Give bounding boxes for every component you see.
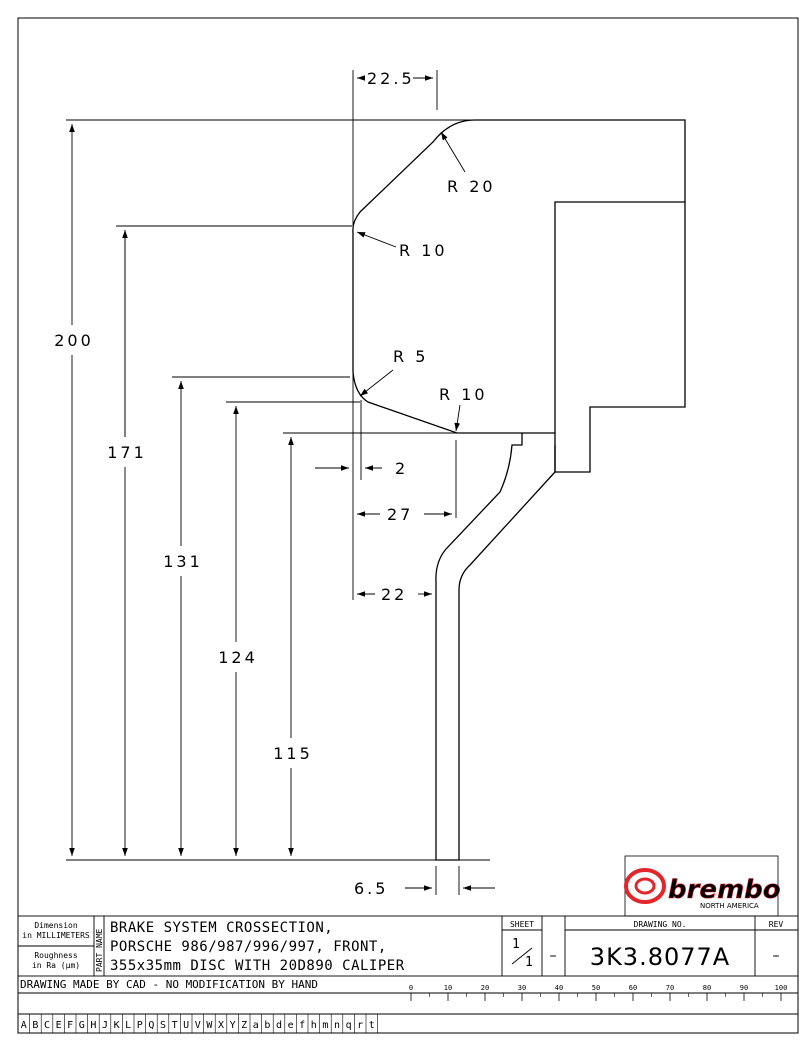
scale-label: 40	[555, 984, 563, 992]
scale-bar: 0 10 20 30 40 50 60 70 80 90 100	[409, 984, 787, 1001]
grid-letter: Y	[230, 1020, 236, 1031]
sheet-number: 1	[512, 937, 520, 952]
dimension-labels: 200 171 131 124 115 22.5 2 27 22 6.5 R 2…	[54, 69, 496, 898]
title-line-3: 355x35mm DISC WITH 20D890 CALIPER	[110, 958, 405, 974]
dim-131: 131	[163, 552, 203, 571]
grid-letter: W	[206, 1020, 213, 1031]
grid-letter: Q	[148, 1020, 154, 1031]
dim-115: 115	[273, 744, 313, 763]
sheet-total: 1	[525, 955, 533, 970]
part-outline	[352, 119, 686, 861]
grid-letter: T	[172, 1020, 178, 1031]
dimension-lines	[69, 75, 495, 891]
grid-letter: C	[44, 1020, 50, 1031]
brembo-emblem-icon	[624, 868, 666, 904]
grid-letter: J	[102, 1020, 108, 1031]
scale-label: 50	[592, 984, 600, 992]
grid-letter: U	[183, 1020, 189, 1031]
grid-letter: b	[264, 1020, 270, 1031]
dim-2: 2	[395, 459, 408, 478]
scale-label: 0	[409, 984, 413, 992]
title-line-2: PORSCHE 986/987/996/997, FRONT,	[110, 939, 387, 955]
grid-letter: r	[357, 1020, 363, 1031]
scale-label: 10	[444, 984, 452, 992]
dim-124: 124	[218, 648, 258, 667]
disc-hat-profile	[435, 433, 556, 861]
grid-letter: K	[114, 1020, 120, 1031]
dimension-unit-value: in MILLIMETERS	[22, 931, 90, 940]
drawing-no-label: DRAWING NO.	[634, 920, 687, 929]
radius-r10-bottom: R 10	[439, 385, 488, 404]
title-line-1: BRAKE SYSTEM CROSSECTION,	[110, 920, 333, 936]
scale-label: 90	[740, 984, 748, 992]
rev-value: –	[773, 948, 780, 964]
grid-letter: Z	[241, 1020, 247, 1031]
sheet-label: SHEET	[510, 920, 534, 929]
title-block-lines	[17, 915, 799, 1015]
radius-r20: R 20	[447, 177, 496, 196]
grid-letter: V	[195, 1020, 201, 1031]
radius-r10-top: R 10	[399, 241, 448, 260]
brembo-logo: brembo NORTH AMERICA	[624, 855, 781, 917]
brand-subtitle: NORTH AMERICA	[700, 902, 759, 910]
dim-22-5: 22.5	[367, 69, 415, 88]
caliper-body	[554, 202, 686, 473]
sheet-dash: –	[550, 948, 557, 964]
extension-lines	[66, 70, 685, 895]
scale-label: 30	[518, 984, 526, 992]
grid-letter: G	[79, 1020, 85, 1031]
grid-letter: F	[67, 1020, 73, 1031]
grid-letter: h	[311, 1020, 317, 1031]
grid-letter: d	[276, 1020, 282, 1031]
grid-letter: E	[56, 1020, 62, 1031]
grid-letter: L	[125, 1020, 131, 1031]
grid-letter: q	[346, 1020, 352, 1031]
pad-profile	[352, 119, 686, 434]
roughness-unit: in Ra (µm)	[32, 961, 80, 970]
grid-letter: e	[288, 1020, 294, 1031]
grid-letter: A	[21, 1020, 27, 1031]
dim-22: 22	[381, 585, 407, 604]
grid-letter: a	[253, 1020, 259, 1031]
grid-letter: m	[322, 1020, 328, 1031]
grid-letter: X	[218, 1020, 224, 1031]
grid-letter: H	[90, 1020, 96, 1031]
brand-name: brembo	[668, 875, 781, 905]
grid-letter: f	[299, 1020, 305, 1031]
part-name-label: PART NAME	[95, 928, 104, 972]
scale-label: 20	[481, 984, 489, 992]
rev-label: REV	[769, 920, 784, 929]
scale-label: 80	[703, 984, 711, 992]
drawing-number: 3K3.8077A	[590, 943, 730, 971]
dimension-unit-label: Dimension	[34, 921, 78, 930]
cad-note: DRAWING MADE BY CAD - NO MODIFICATION BY…	[20, 978, 318, 991]
sheet-border	[17, 17, 799, 1034]
scale-label: 60	[629, 984, 637, 992]
grid-letter: n	[334, 1020, 340, 1031]
dim-200: 200	[54, 331, 94, 350]
dim-6-5: 6.5	[354, 879, 388, 898]
grid-letter: B	[32, 1020, 38, 1031]
grid-letter: t	[369, 1020, 375, 1031]
scale-label: 70	[666, 984, 674, 992]
scale-label: 100	[775, 984, 788, 992]
title-block: Dimension in MILLIMETERS Roughness in Ra…	[20, 920, 783, 991]
grid-letter: S	[160, 1020, 166, 1031]
grid-letter: P	[137, 1020, 143, 1031]
roughness-label: Roughness	[34, 951, 78, 960]
radius-r5: R 5	[393, 347, 428, 366]
dim-171: 171	[107, 443, 147, 462]
dim-27: 27	[387, 505, 413, 524]
